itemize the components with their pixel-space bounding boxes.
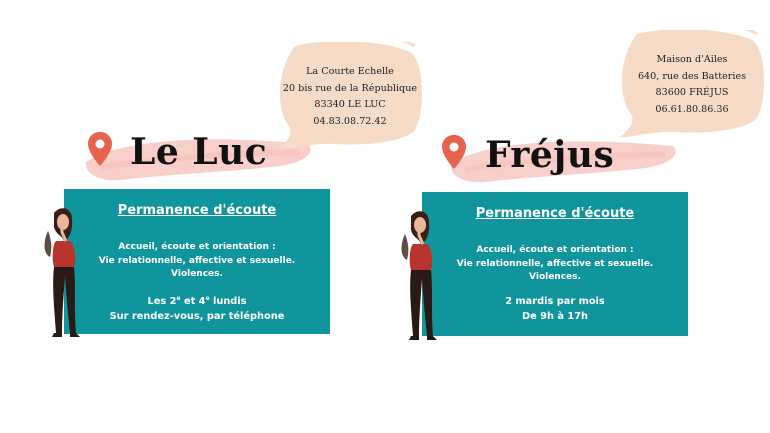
address-street: 20 bis rue de la République [282,82,418,94]
card-schedule: 2 mardis par mois De 9h à 17h [422,294,688,324]
description-line: Violences. [529,272,581,282]
address-city: 83600 FRÉJUS [655,87,729,98]
map-pin-icon [442,135,466,169]
card-description: Accueil, écoute et orientation : Vie rel… [422,244,688,285]
schedule-line: 2 mardis par mois [505,296,605,307]
brush-stroke-decoration [450,141,676,183]
card-schedule: Les 2e et 4e lundis Sur rendez-vous, par… [64,291,330,324]
speech-bubble-shape [277,42,422,150]
address-city: 83340 LE LUC [314,99,386,110]
description-line: Violences. [171,269,223,279]
address-bubble: Maison d'Ailes 640, rue des Batteries 83… [617,30,767,140]
address-bubble: La Courte Echelle 20 bis rue de la Répub… [275,42,425,152]
address-phone: 04.83.08.72.42 [313,115,387,127]
description-line: Accueil, écoute et orientation : [118,242,276,252]
description-line: Accueil, écoute et orientation : [476,245,634,255]
address-name: La Courte Echelle [306,66,394,77]
address-name: Maison d'Ailes [656,54,728,65]
address-street: 640, rue des Batteries [637,70,747,82]
schedule-line: De 9h à 17h [521,311,589,322]
location-le-luc: La Courte Echelle 20 bis rue de la Répub… [44,42,422,337]
city-title: Le Luc [130,131,268,173]
map-pin-icon [88,132,112,166]
speech-bubble-shape [619,30,764,138]
card-title: Permanence d'écoute [475,206,635,221]
location-frejus: Maison d'Ailes 640, rue des Batteries 83… [385,0,770,433]
address-phone: 06.61.80.86.36 [655,103,729,115]
brush-stroke-decoration [85,139,311,181]
schedule-line: Sur rendez-vous, par téléphone [109,311,285,322]
woman-illustration [401,211,437,340]
info-card: Permanence d'écoute Accueil, écoute et o… [64,189,330,334]
city-title: Fréjus [485,134,615,176]
info-card: Permanence d'écoute Accueil, écoute et o… [422,192,688,336]
card-title: Permanence d'écoute [117,203,277,218]
schedule-line: Les 2e et 4e lundis [147,295,247,307]
description-line: Vie relationnelle, affective et sexuelle… [456,258,654,269]
woman-illustration [44,208,80,337]
card-description: Accueil, écoute et orientation : Vie rel… [64,241,330,282]
description-line: Vie relationnelle, affective et sexuelle… [98,255,296,266]
